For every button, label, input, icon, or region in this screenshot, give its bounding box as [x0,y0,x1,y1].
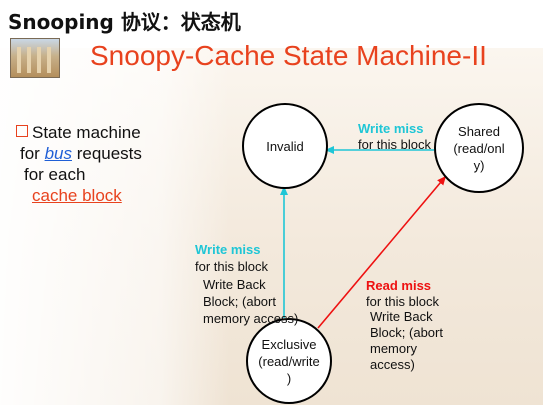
bullet-line-2-post: requests [71,144,142,163]
page-title: Snooping 协议：状态机 [8,10,241,34]
label-exclusive-shared-detail-1: for this block [366,294,439,309]
bus-link[interactable]: bus [44,144,72,163]
state-exclusive: Exclusive (read/write ) [246,318,332,404]
state-shared-line-3: y) [473,157,485,173]
label-exclusive-shared-detail-2: Write Back [370,309,433,324]
bullet-text: State machine for bus requests for each … [16,122,142,206]
label-exclusive-shared-detail-4: memory [370,341,417,356]
bullet-line-1: State machine [32,123,141,142]
background-fade [0,48,230,405]
state-exclusive-line-2: (read/write [258,353,320,369]
label-exclusive-shared-detail-5: access) [370,357,415,372]
label-exclusive-shared-detail-3: Block; (abort [370,325,443,340]
state-shared: Shared (read/onl y) [434,103,524,193]
bullet-box-icon [16,125,28,137]
label-shared-invalid-detail: for this block [358,137,431,152]
state-shared-line-1: Shared [458,123,500,139]
slide-title: Snoopy-Cache State Machine-II [90,40,487,71]
label-exclusive-invalid-detail-3: Block; (abort [203,294,276,309]
state-invalid-label: Invalid [266,138,304,154]
bullet-line-2-pre: for [20,144,45,163]
label-exclusive-invalid-detail-4: memory access) [203,311,299,326]
label-exclusive-invalid-detail-1: for this block [195,259,268,274]
state-exclusive-line-1: Exclusive [261,336,317,352]
state-shared-line-2: (read/onl [453,140,505,156]
arrow-exclusive-to-shared [317,175,447,329]
state-exclusive-line-3: ) [286,370,292,386]
bullet-line-3: for each [24,165,86,184]
temple-thumbnail-image [10,38,60,78]
state-invalid: Invalid [242,103,328,189]
label-shared-invalid-event: Write miss [358,121,424,136]
label-exclusive-invalid-event: Write miss [195,242,261,257]
label-exclusive-invalid-detail-2: Write Back [203,277,266,292]
cache-block-link[interactable]: cache block [32,186,122,205]
label-exclusive-shared-event: Read miss [366,278,432,293]
